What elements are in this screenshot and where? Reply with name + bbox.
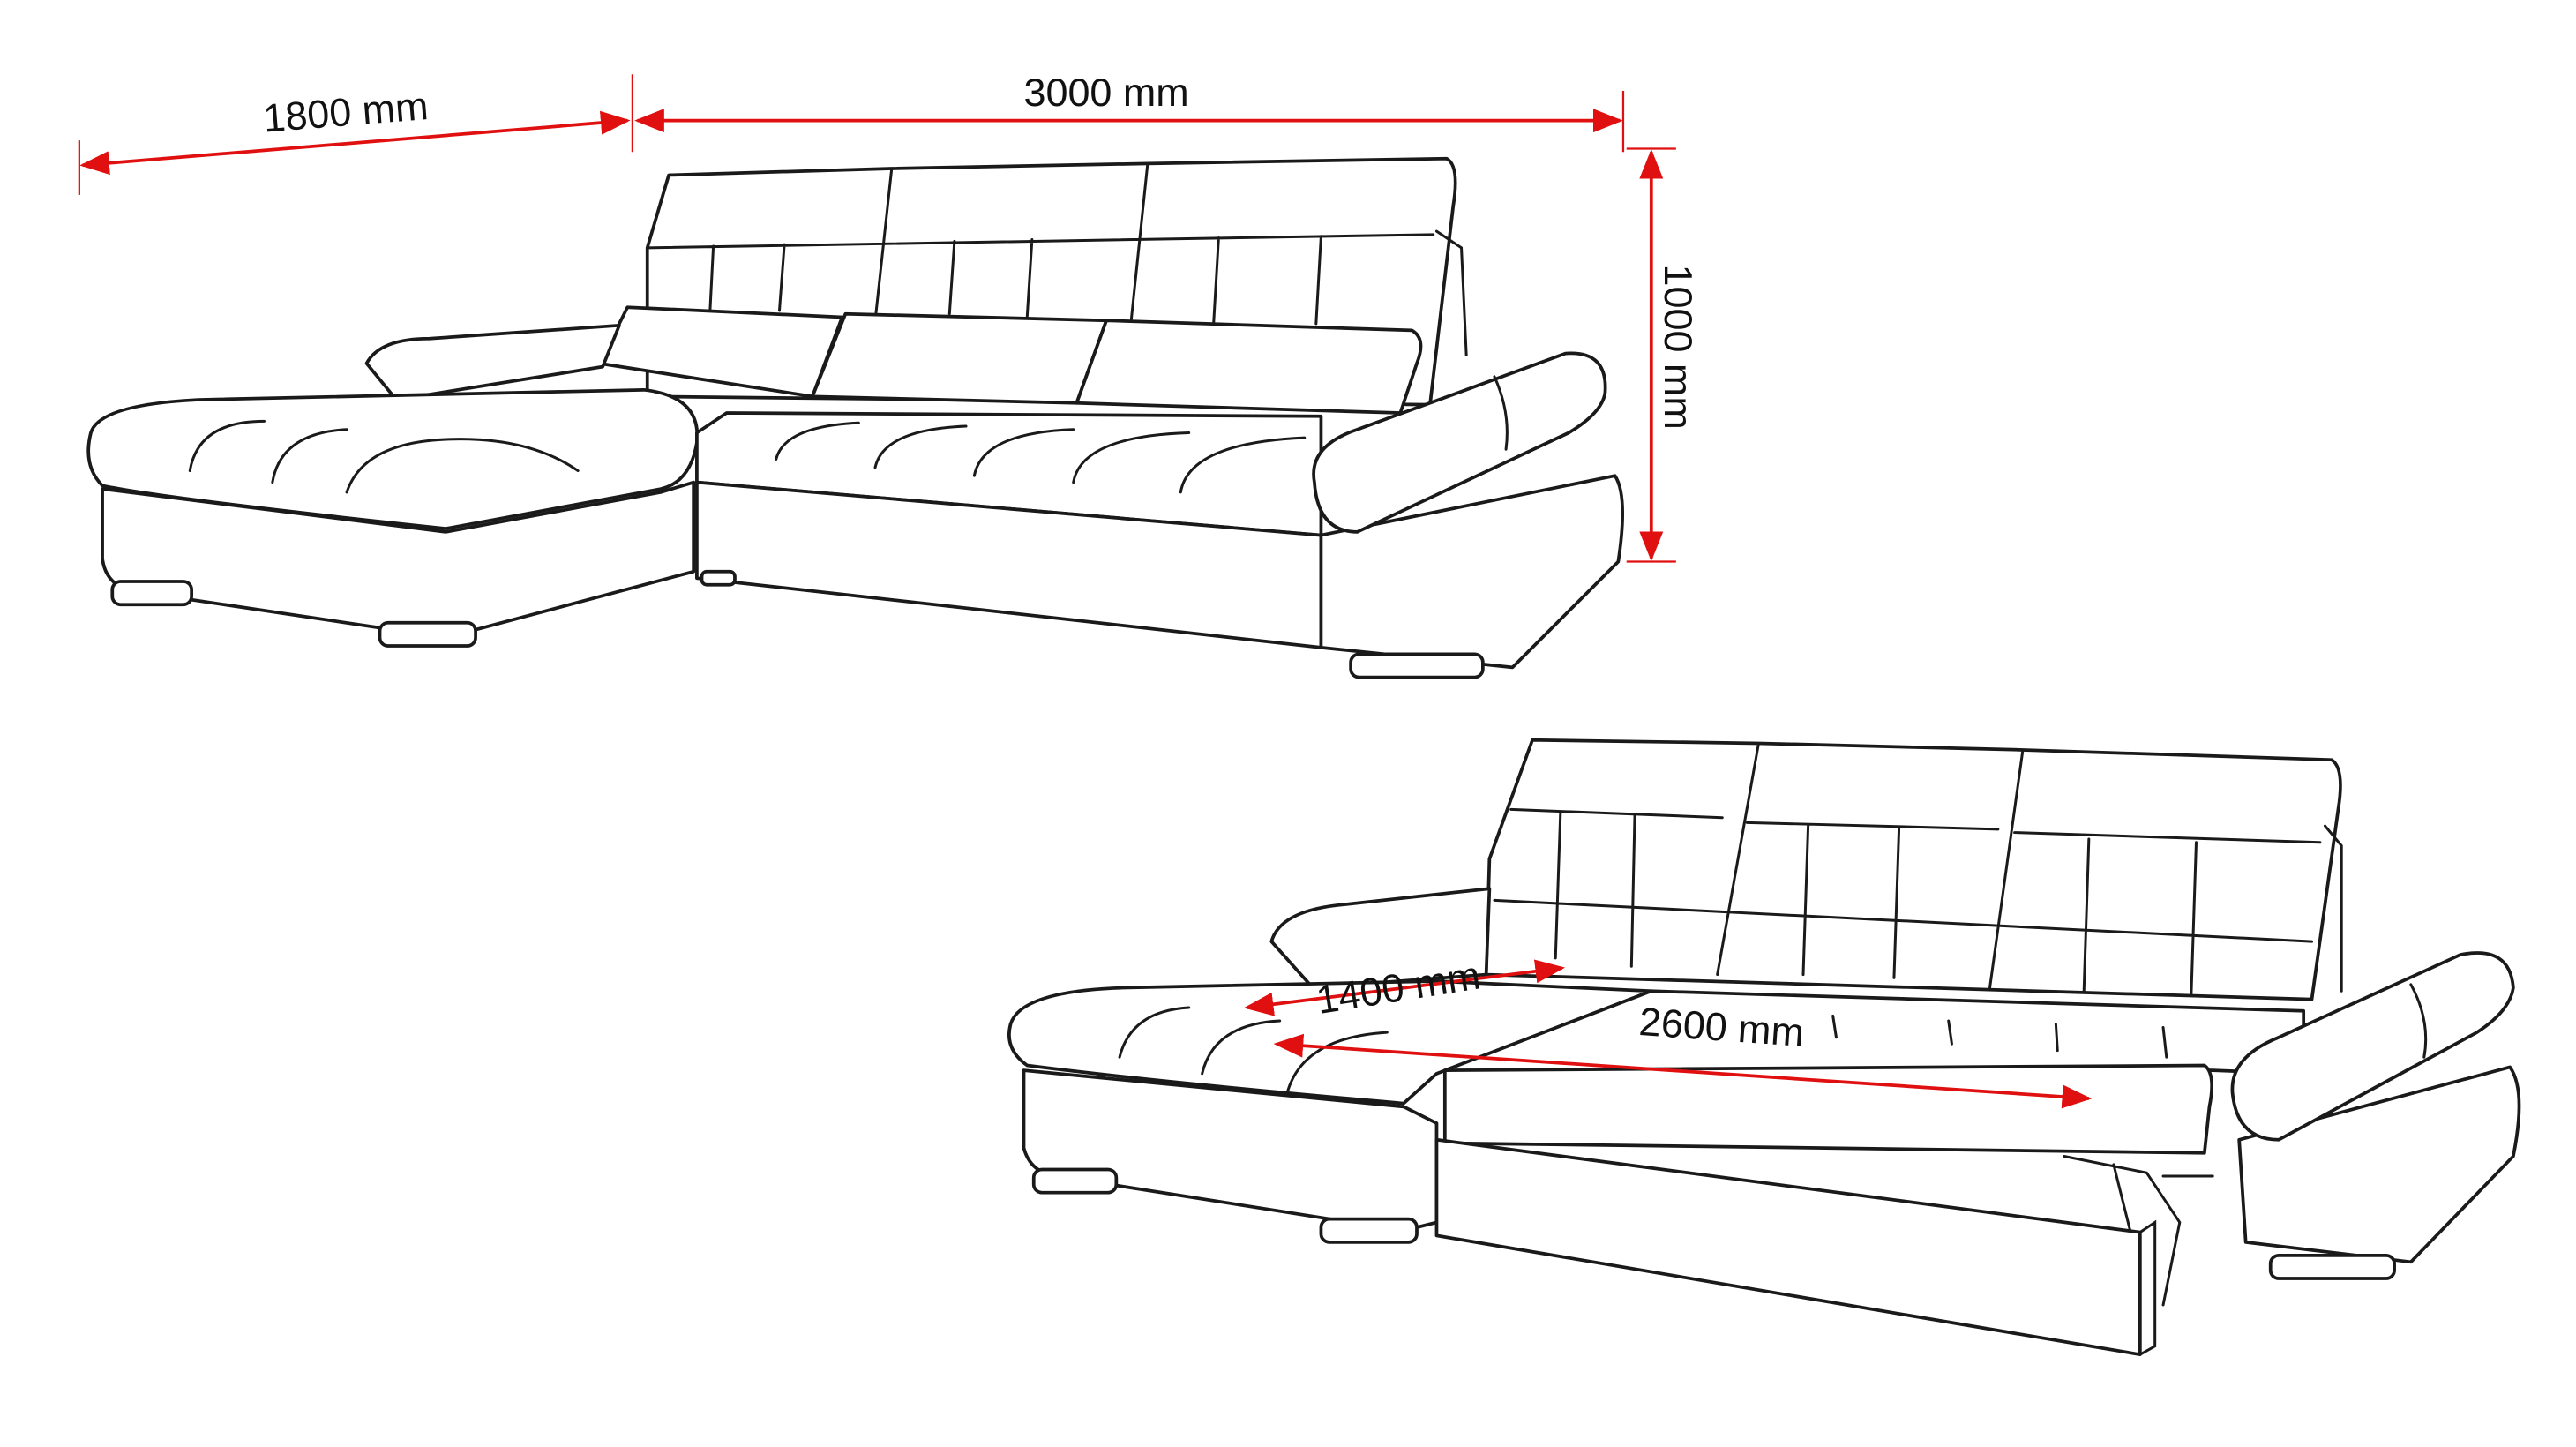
dimension-1000: 1000 mm (1626, 147, 1701, 563)
pillow (1075, 319, 1423, 415)
pillow (811, 311, 1108, 405)
foot (1319, 1217, 1419, 1244)
right-armrest (2230, 951, 2515, 1142)
chaise-cushion (86, 387, 700, 530)
foot (1031, 1167, 1119, 1195)
dimension-label-chaise: 1800 mm (262, 83, 431, 141)
right-base (2237, 1065, 2521, 1264)
foot (110, 580, 193, 607)
dimension-1800: 1800 mm (78, 74, 634, 195)
bed-front-panel (1434, 1137, 2142, 1357)
sofa-closed (86, 156, 1625, 679)
backrest (1484, 738, 2342, 1001)
right-base (1319, 474, 1625, 670)
foot (2268, 1253, 2396, 1280)
right-armrest (1312, 351, 1607, 534)
pillow (597, 305, 844, 399)
foot (1349, 652, 1485, 679)
dimension-3000: 3000 mm (634, 70, 1625, 153)
foot (700, 569, 737, 587)
bed-mattress (1442, 1063, 2214, 1155)
foot (378, 620, 477, 648)
dimension-label-height: 1000 mm (1656, 265, 1701, 430)
dimension-label-width: 3000 mm (1024, 70, 1189, 115)
